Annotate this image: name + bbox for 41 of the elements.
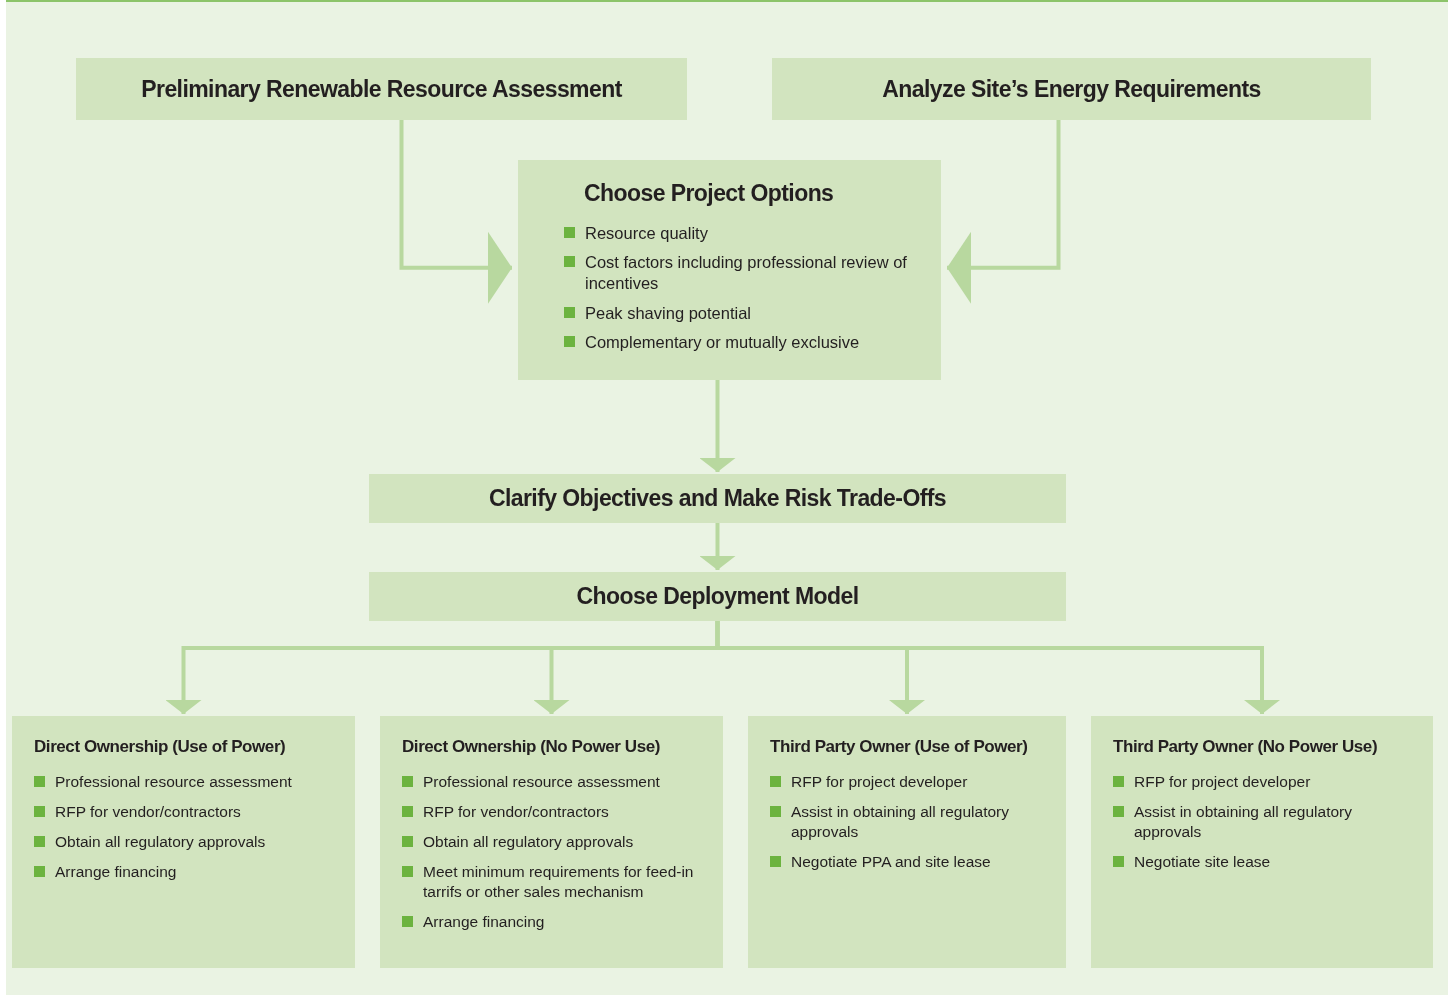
box-title: Choose Project Options [584,179,835,208]
box-title: Clarify Objectives and Make Risk Trade-Offs [488,484,947,514]
bullet-text: Professional resource assessment [423,771,660,792]
box-title: Third Party Owner (No Power Use) [1113,736,1379,758]
box-title: Direct Ownership (No Power Use) [402,736,661,758]
bullet-text: Complementary or mutually exclusive [585,332,860,354]
process-box [772,58,1371,120]
bullet-text: Obtain all regulatory approvals [423,831,634,852]
bullet-text: RFP for project developer [1134,771,1311,792]
bullet-text: Assist in obtaining all regulatory approvals [791,801,1010,842]
arrow [399,120,512,304]
bullet-text: Cost factors including professional review of incentives [585,251,908,295]
bullet-text: Assist in obtaining all regulatory approvals [1134,801,1353,842]
bullet-text: Arrange financing [423,912,545,933]
box-title: Third Party Owner (Use of Power) [770,736,1029,758]
bullet-text: Meet minimum requirements for feed-in tarrifs or other sales mechanism [423,861,695,903]
arrow [947,120,1061,304]
bullet-text: Resource quality [585,222,708,244]
bullet-text: Obtain all regulatory approvals [55,831,266,852]
bullet-text: Peak shaving potential [585,302,752,324]
process-box [369,572,1066,621]
process-box [1091,716,1433,968]
process-box [380,716,723,968]
process-box [518,160,941,380]
box-title: Choose Deployment Model [576,582,859,612]
arrow [699,380,736,472]
bullet-text: Professional resource assessment [55,771,292,792]
box-title: Analyze Site’s Energy Requirements [882,74,1261,104]
bullet-text: RFP for vendor/contractors [55,801,241,822]
box-title: Preliminary Renewable Resource Assessment [141,74,622,104]
process-box [369,474,1066,523]
bullet-text: RFP for vendor/contractors [423,801,609,822]
process-box [12,716,355,968]
arrow [699,523,736,570]
bullet-text: Arrange financing [55,861,177,882]
process-box [76,58,687,120]
bullet-text: Negotiate site lease [1134,851,1271,872]
bullet-text: RFP for project developer [791,771,968,792]
process-box [748,716,1066,968]
bullet-text: Negotiate PPA and site lease [791,851,991,872]
box-title: Direct Ownership (Use of Power) [34,736,287,758]
